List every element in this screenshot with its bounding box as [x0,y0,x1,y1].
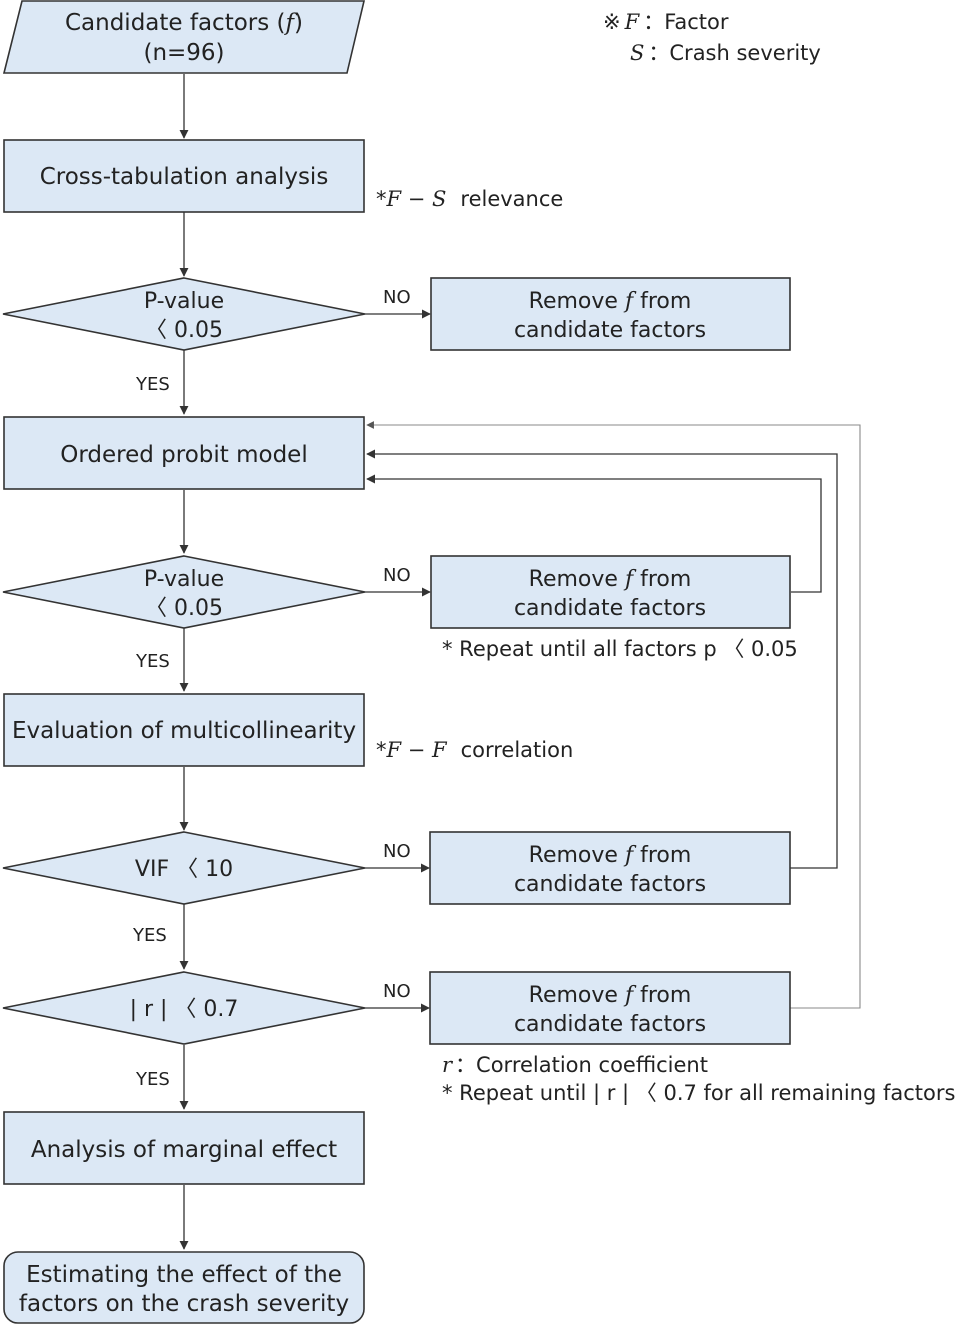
svg-text:candidate factors: candidate factors [514,872,706,897]
svg-text:Cross-tabulation analysis: Cross-tabulation analysis [40,164,329,190]
pvalue-decision-1: P-value 〈 0.05 [2,277,366,351]
svg-text:VIF 〈 10: VIF 〈 10 [135,857,233,882]
legend: ※F：Factor S：Crash severity [603,10,821,65]
svg-text:Remove f from: Remove f from [529,983,692,1008]
legend-var-f: F [624,10,641,34]
correlation-decision: | r | 〈 0.7 [2,971,366,1045]
svg-text:candidate factors: candidate factors [514,318,706,343]
legend-factor-text: Factor [664,10,729,34]
svg-text:Remove f from: Remove f from [529,289,692,314]
marginal-effect-node: Analysis of marginal effect [3,1111,365,1185]
svg-text:Evaluation of multicollinearit: Evaluation of multicollinearity [12,718,356,744]
vif-decision: VIF 〈 10 [2,831,366,905]
svg-text:〈 0.05: 〈 0.05 [145,318,223,343]
legend-var-s: S [630,41,644,65]
svg-text:Ordered probit model: Ordered probit model [60,442,307,468]
yes-label: YES [135,1069,170,1090]
crosstab-node: Cross-tabulation analysis [3,139,365,213]
svg-text:Candidate factors (f): Candidate factors (f) [65,10,303,36]
yes-label: YES [135,651,170,672]
repeat-p-note: * Repeat until all factors p 〈 0.05 [442,637,798,661]
svg-text:candidate factors: candidate factors [514,596,706,621]
repeat-r-note: * Repeat until | r | 〈 0.7 for all remai… [442,1081,955,1106]
end-node: Estimating the effect of the factors on … [3,1251,365,1324]
loop-remove3-probit [366,449,838,869]
remove-node-2: Remove f from candidate factors [430,555,791,629]
loop-remove4-probit [366,421,861,1009]
yes-label: YES [135,374,170,395]
svg-text:〈 0.05: 〈 0.05 [145,596,223,621]
no-label: NO [383,841,411,862]
svg-text:Remove f from: Remove f from [529,567,692,592]
svg-text:※F：Factor: ※F：Factor [603,10,729,34]
multicollinearity-node: Evaluation of multicollinearity [3,693,365,767]
svg-text:| r | 〈 0.7: | r | 〈 0.7 [130,997,239,1022]
legend-symbol: ※ [603,10,621,34]
start-node: Candidate factors (f) (n=96) [2,0,366,74]
svg-text:candidate factors: candidate factors [514,1012,706,1037]
no-label: NO [383,287,411,308]
no-edges [365,309,431,1013]
remove-node-3: Remove f from candidate factors [429,831,791,905]
svg-text:factors on the crash severity: factors on the crash severity [19,1291,349,1317]
svg-text:P-value: P-value [144,289,224,314]
legend-severity-text: Crash severity [669,41,820,65]
svg-text:Remove f from: Remove f from [529,843,692,868]
edge-labels: NO NO NO NO YES YES YES YES [132,287,411,1090]
svg-text:Estimating the effect of the: Estimating the effect of the [26,1262,342,1288]
yes-label: YES [132,925,167,946]
svg-text:P-value: P-value [144,567,224,592]
remove-node-1: Remove f from candidate factors [430,277,791,351]
pvalue-decision-2: P-value 〈 0.05 [2,555,366,629]
probit-node: Ordered probit model [3,416,365,490]
svg-text:S：Crash severity: S：Crash severity [630,41,821,65]
svg-text:(n=96): (n=96) [143,40,224,66]
no-label: NO [383,981,411,1002]
r-definition-note: r：Correlation coefficient [442,1053,708,1077]
loop-remove2-probit [366,474,822,593]
feedback-edges [366,421,861,1009]
remove-node-4: Remove f from candidate factors [429,971,791,1045]
svg-text:Analysis of marginal effect: Analysis of marginal effect [31,1137,337,1163]
no-label: NO [383,565,411,586]
